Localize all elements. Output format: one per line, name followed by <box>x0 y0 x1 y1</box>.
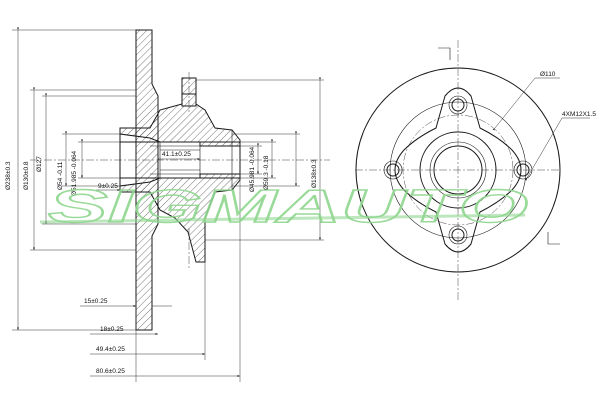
disc-outer-circle <box>355 67 561 273</box>
dim-hub-flange-diameter: Ø138±0.3 <box>311 159 318 188</box>
dim-friction-inner-diameter: Ø130±0.8 <box>23 161 30 190</box>
side-section-view: Ø238±0.3 Ø130±0.8 Ø127 Ø54 -0.11 Ø51.985… <box>5 27 330 382</box>
dim-hub-offset: 49.4±0.25 <box>96 346 125 353</box>
stud-hole-bottom <box>451 228 465 242</box>
dim-chamfer-width: 9±0.25 <box>98 183 118 190</box>
watermark-logo: SIGMAUTO <box>48 180 528 232</box>
dim-outer-bearing-seat: Ø54 -0.11 <box>57 161 64 190</box>
dim-bearing-bore: Ø51.985 -0.064 <box>71 150 78 196</box>
center-bore <box>433 145 483 195</box>
hub-flange <box>394 87 522 253</box>
disc-plate-section <box>135 29 159 331</box>
stud-hole-top <box>451 98 465 112</box>
dim-hat-diameter: Ø127 <box>36 156 43 172</box>
bolt-circle <box>402 114 514 226</box>
dim-inner-bearing-bore: Ø45.981 -0.064 <box>249 146 256 192</box>
pcd-label: Ø110 <box>540 71 556 78</box>
dim-mount-offset: 18±0.25 <box>100 326 124 333</box>
front-view: Ø110 4XM12X1.5 <box>355 40 596 300</box>
hub-boss <box>419 131 497 209</box>
dim-disc-thickness: 15±0.25 <box>84 298 108 305</box>
dim-hub-seal-diameter: Ø59.3 -0.18 <box>263 155 270 190</box>
stud-hole-left <box>386 163 400 177</box>
watermark-swoosh <box>39 213 526 224</box>
stud-spec-label: 4XM12X1.5 <box>562 111 596 118</box>
dim-disc-outer-diameter: Ø238±0.3 <box>5 161 12 190</box>
dim-total-height: 80.6±0.25 <box>96 368 125 375</box>
dim-bore-length: 41.1±0.25 <box>162 151 191 158</box>
stud-hole-right <box>516 163 530 177</box>
